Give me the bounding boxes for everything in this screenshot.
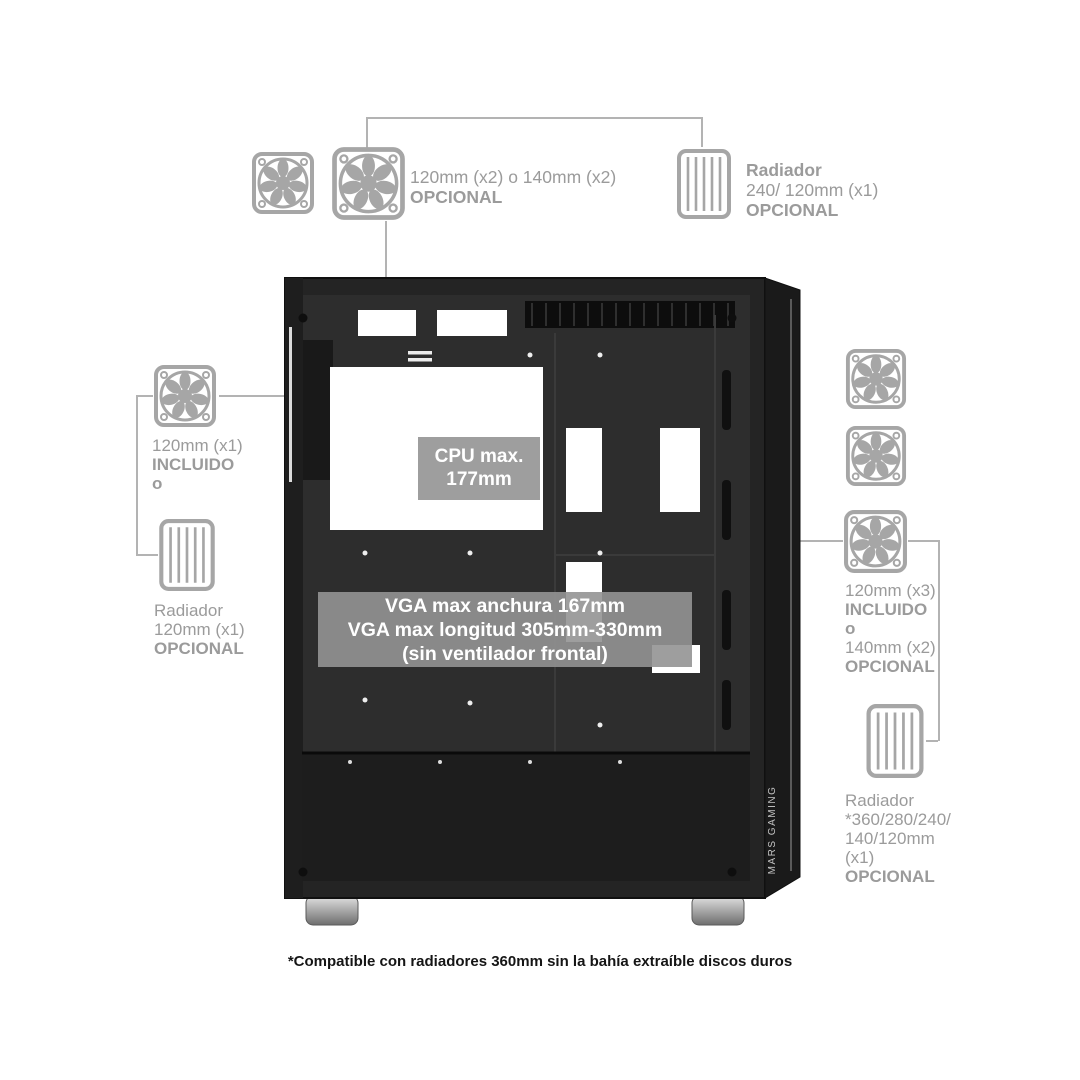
annotation-line: OPCIONAL [746,200,839,220]
annotation-line: OPCIONAL [845,657,935,676]
overlay-line: (sin ventilador frontal) [402,643,608,665]
fan-icon [331,146,406,221]
fan-icon [251,151,315,215]
connector-line [366,117,368,148]
radiator-icon [676,145,732,223]
connector-line [800,540,843,542]
top-grille [525,301,735,328]
case-standoffs [362,351,603,728]
annotation-line: Radiador [845,791,914,810]
connector-line [136,395,153,397]
annotation-line: OPCIONAL [845,867,935,886]
annotation-line: OPCIONAL [154,639,244,658]
overlay-line: VGA max anchura 167mm [385,595,625,617]
cpu-clearance-label: CPU max. 177mm [418,437,540,500]
overlay-line: VGA max longitud 305mm-330mm [347,619,663,641]
annotation-line: Radiador [746,160,822,180]
annotation-line: (x1) [845,848,875,867]
annotation-front-fans: 120mm (x3) INCLUIDO o 140mm (x2) OPCIONA… [845,581,936,676]
annotation-line: 120mm (x2) o 140mm (x2) [410,167,617,187]
fan-icon [153,364,217,428]
connector-line [136,554,158,556]
case-illustration: MARS GAMING [284,277,801,926]
annotation-line: Radiador [154,601,223,620]
overlay-line: 177mm [446,469,512,490]
fan-icon [845,425,907,487]
annotation-line: o [152,474,163,493]
case-details [554,315,716,752]
fan-icon [843,509,908,574]
footnote-text: *Compatible con radiadores 360mm sin la … [287,953,793,970]
connector-line [385,221,387,278]
case-foot-left [305,895,359,926]
psu-shroud [302,751,750,881]
annotation-top-radiator: Radiador 240/ 120mm (x1) OPCIONAL [746,160,878,220]
connector-line [926,740,938,742]
corner-screws [298,313,737,877]
annotation-front-radiator: Radiador *360/280/240/ 140/120mm (x1) OP… [845,791,951,886]
annotation-line: 120mm (x1) [152,436,243,455]
annotation-line: *360/280/240/ [845,810,951,829]
annotation-line: INCLUIDO [152,455,235,474]
annotation-line: o [845,619,856,638]
annotation-line: 240/ 120mm (x1) [746,180,879,200]
annotation-line: 120mm (x3) [845,581,936,600]
annotation-line: 140mm (x2) [845,638,936,657]
annotation-line: 120mm (x1) [154,620,245,639]
annotation-line: INCLUIDO [845,600,928,619]
connector-line [938,540,940,741]
connector-line [219,395,286,397]
overlay-line: CPU max. [434,446,524,467]
front-rail-slots [722,370,731,730]
connector-line [701,117,703,147]
case-foot-right [691,895,745,926]
radiator-icon [864,703,926,779]
annotation-top-fans: 120mm (x2) o 140mm (x2) OPCIONAL [410,167,616,207]
connector-line [366,117,703,119]
annotation-rear-radiator: Radiador 120mm (x1) OPCIONAL [154,601,245,658]
annotation-line: 140/120mm [845,829,935,848]
brand-vertical-text: MARS GAMING [767,786,778,875]
connector-line [136,395,138,556]
fan-icon [845,348,907,410]
vga-clearance-label: VGA max anchura 167mm VGA max longitud 3… [318,592,692,667]
annotation-rear-fan: 120mm (x1) INCLUIDO o [152,436,243,493]
annotation-line: OPCIONAL [410,187,503,207]
connector-line [908,540,938,542]
radiator-icon [158,518,216,592]
